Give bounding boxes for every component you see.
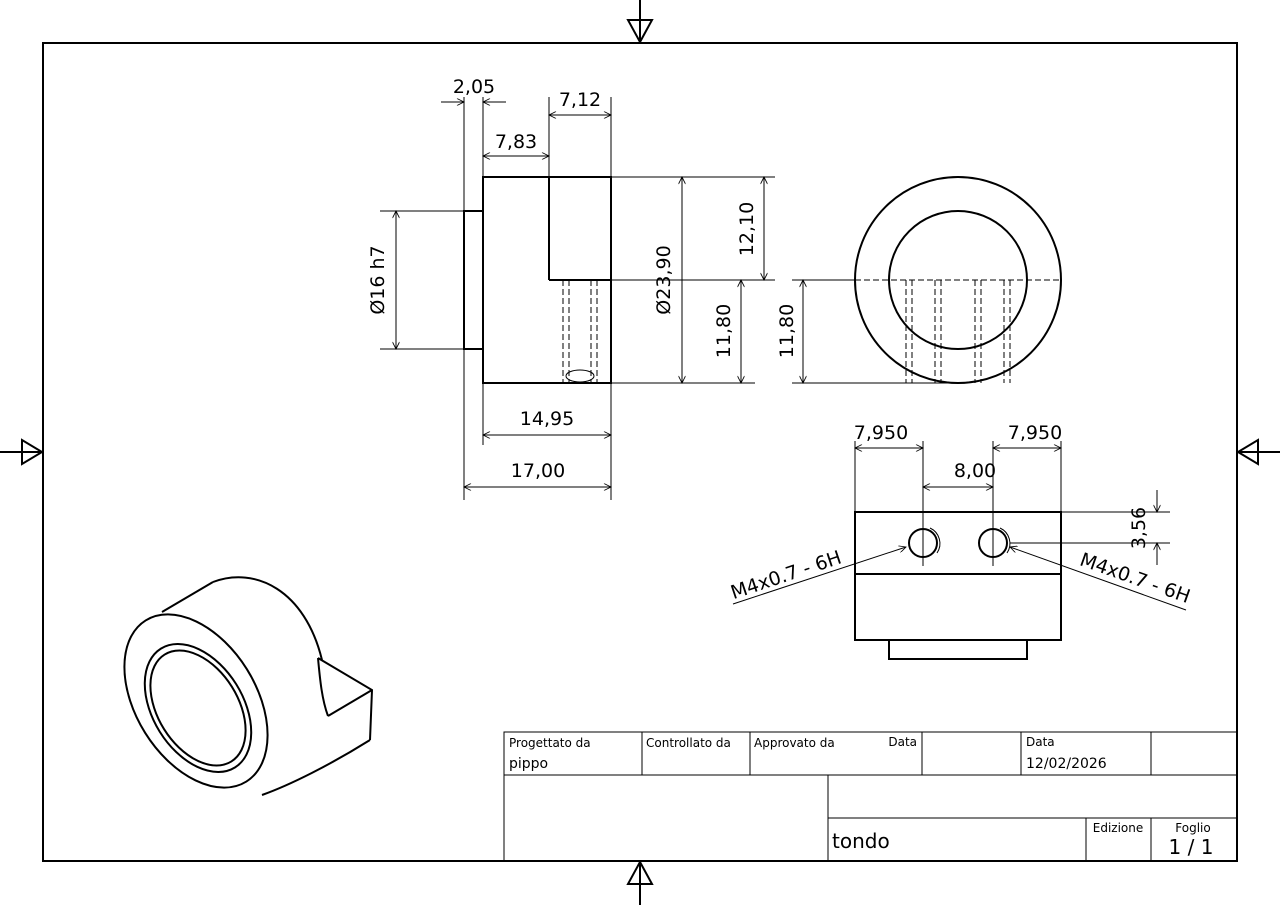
side-view xyxy=(463,176,612,384)
dim-16-h7: Ø16 h7 xyxy=(367,245,389,314)
isometric-view xyxy=(123,576,374,796)
dim-7-950-right: 7,950 xyxy=(1008,422,1062,444)
dim-14-95: 14,95 xyxy=(520,408,574,430)
date-label-1: Data xyxy=(888,735,917,749)
date-label-2: Data xyxy=(1026,735,1055,749)
designed-by-value: pippo xyxy=(509,756,548,772)
dim-7-12: 7,12 xyxy=(559,89,601,111)
dim-8-00: 8,00 xyxy=(954,460,996,482)
checked-by-label: Controllato da xyxy=(646,736,731,750)
designed-by-label: Progettato da xyxy=(509,736,591,750)
dim-2-05: 2,05 xyxy=(453,76,495,98)
dim-11-80-front: 11,80 xyxy=(776,304,798,358)
dim-12-10: 12,10 xyxy=(736,202,758,256)
dim-7-950-left: 7,950 xyxy=(854,422,908,444)
sheet-value: 1 / 1 xyxy=(1169,835,1214,859)
dim-7-83: 7,83 xyxy=(495,131,537,153)
top-view-dimensions xyxy=(732,441,1187,611)
drawing-title: tondo xyxy=(832,829,890,853)
top-view xyxy=(854,511,1062,660)
edition-label: Edizione xyxy=(1093,821,1144,835)
date-value: 12/02/2026 xyxy=(1026,756,1107,772)
sheet-frame xyxy=(42,42,1238,862)
thread-callout-left: M4x0.7 - 6H xyxy=(728,547,844,604)
dim-11-80-side: 11,80 xyxy=(713,304,735,358)
dim-3-56: 3,56 xyxy=(1128,507,1150,549)
thread-callout-right: M4x0.7 - 6H xyxy=(1077,549,1193,608)
sheet-label: Foglio xyxy=(1175,821,1210,835)
side-view-dimensions xyxy=(380,97,775,500)
title-block xyxy=(503,731,1238,862)
front-view-dimensions xyxy=(792,280,958,383)
front-view xyxy=(854,176,1062,384)
dim-23-90: Ø23,90 xyxy=(653,245,675,314)
dim-17-00: 17,00 xyxy=(511,460,565,482)
approved-by-label: Approvato da xyxy=(754,736,835,750)
